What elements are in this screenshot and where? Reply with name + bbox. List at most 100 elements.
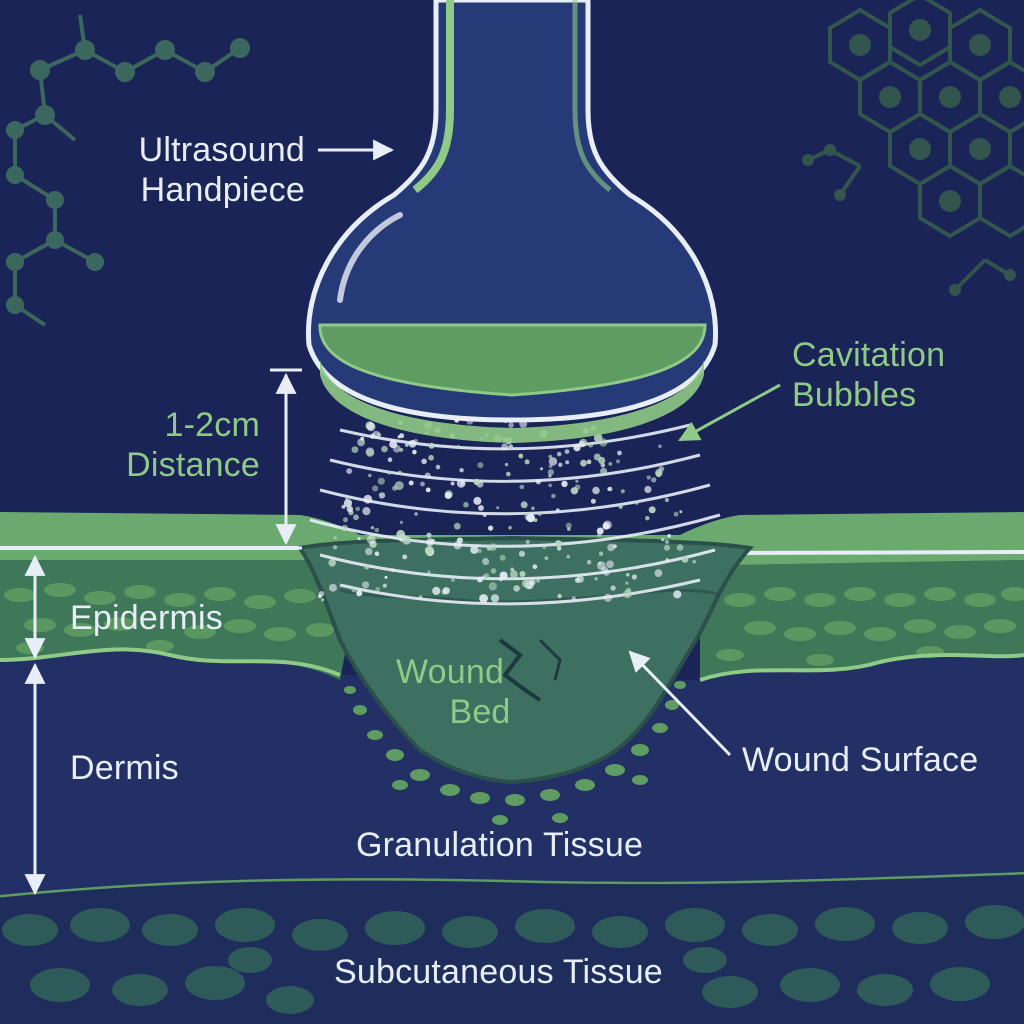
cavitation-bubble — [351, 446, 359, 453]
cavitation-bubble — [617, 450, 622, 456]
cavitation-bubble — [456, 444, 461, 449]
cavitation-waves — [309, 423, 721, 606]
cavitation-bubble — [616, 459, 620, 464]
cavitation-bubble — [567, 527, 571, 531]
cavitation-bubble — [542, 545, 546, 550]
cavitation-bubble — [590, 498, 596, 504]
cavitation-bubble — [375, 587, 381, 592]
cavitation-bubble — [658, 466, 665, 472]
cavitation-bubble — [645, 516, 650, 521]
cavitation-bubble — [524, 459, 530, 465]
cavitation-bubble — [490, 568, 497, 574]
cavitation-bubble — [377, 477, 385, 485]
cavitation-bubble — [548, 483, 552, 488]
cavitation-bubble — [625, 573, 630, 577]
cavitation-bubble — [318, 591, 325, 597]
cavitation-bubble — [574, 484, 581, 491]
cavitation-bubble — [399, 520, 404, 525]
annotation-arrows — [24, 139, 781, 896]
cavitation-bubble — [518, 550, 526, 557]
subcutaneous-tissue-label: Subcutaneous Tissue — [334, 953, 663, 991]
cavitation-bubble — [508, 444, 514, 450]
cavitation-bubble — [620, 489, 625, 494]
cavitation-bubble — [575, 479, 579, 483]
cavitation-bubble — [456, 478, 466, 488]
cavitation-bubble — [321, 598, 325, 602]
cavitation-bubble — [360, 436, 365, 441]
hexagon-molecule-icon — [802, 0, 1024, 296]
cavitation-bubble — [397, 470, 402, 475]
cavitation-bubble — [548, 464, 553, 469]
cavitation-bubble — [453, 522, 461, 530]
cavitation-bubble — [470, 545, 479, 554]
cavitation-bubble — [435, 464, 441, 470]
cavitation-arrow — [678, 383, 781, 442]
cavitation-bubble — [660, 537, 665, 542]
cavitation-bubble — [425, 487, 431, 493]
cavitation-bubble — [368, 473, 372, 478]
cavitation-bubble — [364, 564, 370, 570]
cavitation-bubble — [421, 458, 427, 465]
cavitation-bubble — [486, 546, 492, 551]
cavitation-bubble — [482, 557, 490, 566]
epidermis-layer — [0, 560, 1024, 682]
cavitation-bubble — [396, 529, 406, 539]
cavitation-bubble — [635, 501, 639, 505]
cavitation-bubble — [557, 546, 562, 551]
cavitation-bubble — [370, 526, 375, 530]
cavitation-bubble — [598, 561, 602, 565]
cavitation-bubble — [346, 505, 354, 513]
cavitation-bubble — [426, 538, 434, 547]
cavitation-bubble — [374, 551, 380, 556]
cavitation-bubble — [408, 480, 414, 486]
cavitation-bubble — [365, 547, 373, 556]
cavitation-bubble — [328, 559, 337, 567]
cavitation-bubble — [478, 505, 484, 511]
cavitation-bubble — [665, 558, 669, 562]
cavitation-bubble — [673, 590, 682, 599]
cavitation-bubble — [522, 579, 530, 588]
cavitation-bubble — [372, 485, 379, 492]
cavitation-bubble — [518, 453, 524, 459]
dermis-label: Dermis — [70, 749, 179, 787]
cavitation-bubble — [612, 544, 617, 549]
cavitation-bubble — [608, 462, 613, 466]
cavitation-bubble — [667, 534, 671, 538]
cavitation-bubble — [374, 527, 380, 533]
cavitation-bubble — [341, 524, 349, 532]
cavitation-bubble — [664, 539, 670, 544]
cavitation-label-line1: Cavitation — [792, 336, 946, 374]
cavitation-bubble — [564, 449, 570, 454]
cavitation-bubble — [556, 451, 562, 457]
wound-bed-label-line2: Bed — [449, 693, 511, 731]
cavitation-bubble — [566, 554, 571, 559]
cavitation-bubble — [384, 575, 388, 579]
cavitation-bubble — [444, 492, 452, 499]
cavitation-bubble — [573, 444, 581, 452]
cavitation-bubble — [519, 484, 525, 490]
cavitation-bubble — [532, 564, 538, 570]
cavitation-bubble — [618, 504, 623, 509]
epidermis-label: Epidermis — [70, 599, 223, 637]
cavitation-label-line2: Bubbles — [792, 376, 917, 414]
cavitation-bubble — [378, 492, 386, 499]
cavitation-bubble — [555, 508, 560, 513]
cavitation-bubble — [341, 504, 346, 509]
cavitation-bubble — [390, 568, 395, 573]
cavitation-bubble — [576, 575, 584, 583]
cavitation-bubble — [623, 589, 632, 599]
cavitation-bubble — [540, 467, 543, 471]
cavitation-bubble — [664, 497, 670, 503]
cavitation-bubble — [482, 513, 487, 517]
cavitation-bubble — [520, 501, 528, 509]
cavitation-bubble — [432, 586, 441, 596]
cavitation-bubble — [450, 577, 456, 583]
cavitation-bubble — [477, 548, 482, 554]
cavitation-bubble — [548, 454, 553, 459]
cavitation-bubble — [558, 462, 563, 467]
cavitation-bubble — [479, 594, 488, 603]
handpiece-label: Ultrasound Handpiece — [120, 130, 305, 210]
cavitation-bubble — [598, 551, 604, 556]
cavitation-bubble — [504, 462, 509, 467]
